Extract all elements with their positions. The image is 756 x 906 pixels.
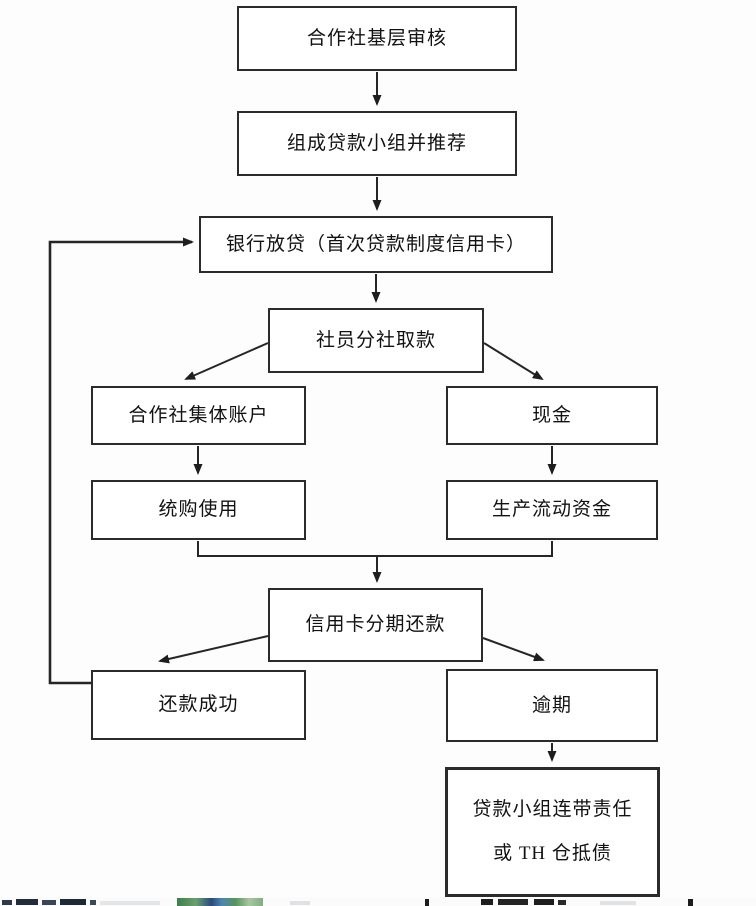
cut-off-gray-block <box>290 901 310 905</box>
node-label: 生产流动资金 <box>491 499 612 521</box>
edge-repay-to-success <box>158 635 269 664</box>
node-label-line2: 或 TH 仓抵债 <box>493 843 612 864</box>
cut-off-text-fragment <box>42 900 56 905</box>
cut-off-image-thumbnail <box>177 898 263 906</box>
node-label: 银行放贷（首次贷款制度信用卡） <box>225 233 526 255</box>
cut-off-text-fragment <box>16 899 38 905</box>
node-credit-card-installment-repayment: 信用卡分期还款 <box>268 588 483 662</box>
node-cooperative-collective-account: 合作社集体账户 <box>91 386 306 445</box>
cut-off-text-fragment <box>90 900 96 905</box>
node-cooperative-grassroots-review: 合作社基层审核 <box>237 6 517 71</box>
cut-off-text-fragment <box>534 899 554 905</box>
node-loan-group-joint-liability: 贷款小组连带责任 或 TH 仓抵债 <box>445 767 660 897</box>
node-bank-lending-credit-card: 银行放贷（首次贷款制度信用卡） <box>199 216 553 273</box>
node-unified-purchase-use: 统购使用 <box>91 480 306 540</box>
cut-off-content-strip <box>0 897 756 906</box>
node-form-loan-group-recommend: 组成贷款小组并推荐 <box>237 111 517 176</box>
node-label: 合作社基层审核 <box>306 27 447 49</box>
node-label: 组成贷款小组并推荐 <box>286 132 467 154</box>
node-member-branch-withdrawal: 社员分社取款 <box>268 308 484 373</box>
edge-success-feedback-to-bank <box>48 237 194 685</box>
cut-off-text-fragment <box>558 900 566 905</box>
node-label: 信用卡分期还款 <box>305 614 446 636</box>
edge-merge-connector <box>197 541 553 557</box>
cut-off-gray-block <box>100 901 160 905</box>
node-label: 还款成功 <box>158 694 239 716</box>
node-label: 合作社集体账户 <box>128 404 269 426</box>
cut-off-text-fragment <box>498 899 528 905</box>
node-cash: 现金 <box>446 386 658 445</box>
cut-off-text-fragment <box>60 899 86 905</box>
node-repayment-success: 还款成功 <box>91 670 306 740</box>
node-label: 社员分社取款 <box>315 329 436 351</box>
node-label-line1: 贷款小组连带责任 <box>472 799 633 821</box>
node-overdue: 逾期 <box>446 669 658 742</box>
node-label: 逾期 <box>531 694 572 716</box>
cut-off-gray-block <box>600 901 636 905</box>
cut-off-text-fragment <box>481 899 493 905</box>
edge-repay-to-overdue <box>482 637 545 662</box>
cut-off-text-fragment <box>2 900 12 905</box>
edge-withdraw-to-cash <box>483 342 544 381</box>
edge-withdraw-to-account <box>184 342 269 380</box>
node-label: 现金 <box>531 404 572 426</box>
cut-off-text-fragment <box>688 899 693 906</box>
node-label: 统购使用 <box>158 499 239 521</box>
node-production-working-capital: 生产流动资金 <box>446 480 658 540</box>
cut-off-text-fragment <box>425 899 429 906</box>
